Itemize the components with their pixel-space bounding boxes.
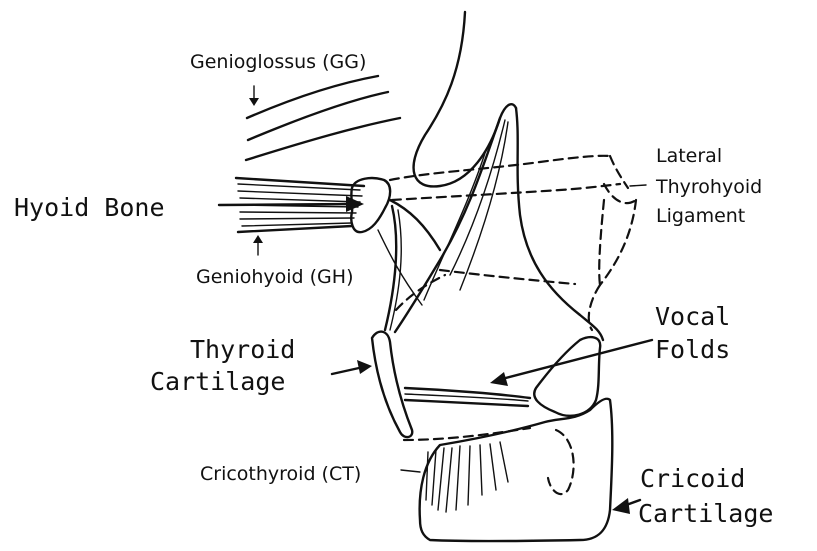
thyroid-label-line1: Thyroid xyxy=(190,335,295,364)
vocal-label-line2: Folds xyxy=(655,335,730,364)
thyroid-cartilage-shape xyxy=(372,332,412,437)
cricoid-label-line2: Cartilage xyxy=(638,499,773,528)
thyroid-horn-lines xyxy=(378,108,603,340)
hyoid-bone-label: Hyoid Bone xyxy=(14,193,165,222)
arytenoid-shape xyxy=(534,337,600,416)
lateral-label-line1: Lateral xyxy=(656,145,722,167)
lateral-thyrohyoid-ligament xyxy=(390,156,636,330)
vocal-label-line1: Vocal xyxy=(655,302,730,331)
thyroid-label-line2: Cartilage xyxy=(150,367,285,396)
lateral-label-line3: Ligament xyxy=(656,205,745,227)
lateral-label-line2: Thyrohyoid xyxy=(655,176,762,198)
genioglossus-fibers xyxy=(246,76,400,160)
vocal-fold-lines xyxy=(405,388,530,406)
cricoid-label-line1: Cricoid xyxy=(640,464,745,493)
cricoid-cartilage-shape xyxy=(420,399,613,541)
cricothyroid-muscle xyxy=(426,442,508,512)
genioglossus-label: Genioglossus (GG) xyxy=(190,51,366,73)
cricothyroid-label: Cricothyroid (CT) xyxy=(200,463,361,485)
geniohyoid-label: Geniohyoid (GH) xyxy=(196,266,353,288)
